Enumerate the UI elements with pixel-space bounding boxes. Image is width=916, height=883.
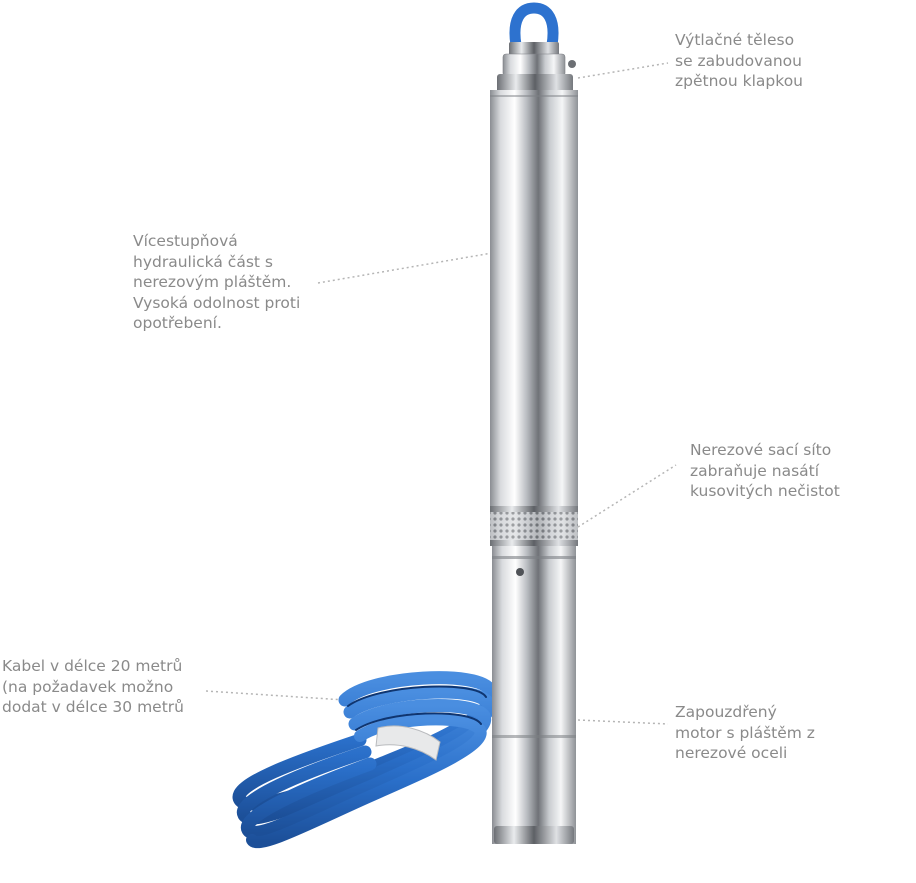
leader-line-cable bbox=[205, 690, 346, 701]
callout-hydraulics-line: nerezovým pláštěm. bbox=[133, 273, 292, 291]
callout-cable-line: Kabel v délce 20 metrů bbox=[2, 657, 183, 675]
leader-line-hydraulics bbox=[317, 252, 493, 284]
callout-intake-screen-line: zabraňuje nasátí bbox=[690, 461, 820, 480]
coiled-cable bbox=[232, 671, 498, 849]
leader-line-motor bbox=[577, 719, 669, 725]
motor-screw-icon bbox=[516, 568, 524, 576]
hydraulic-body bbox=[490, 96, 578, 508]
callout-motor: Zapouzdřený motor s pláštěm z nerezové o… bbox=[675, 702, 815, 764]
callout-motor-line: nerezové oceli bbox=[675, 744, 788, 762]
motor-body bbox=[492, 546, 576, 844]
callout-intake-screen-line: Nerezové sací síto bbox=[690, 441, 832, 459]
leader-line-screen bbox=[577, 464, 677, 528]
callout-cable: Kabel v délce 20 metrů (na požadavek mož… bbox=[2, 656, 184, 718]
callout-intake-screen-line: kusovitých nečistot bbox=[690, 482, 840, 500]
callout-intake-screen: Nerezové sací síto zabraňuje nasátí kuso… bbox=[690, 440, 840, 502]
callout-outlet-line: zpětnou klapkou bbox=[675, 72, 803, 90]
callout-hydraulics-line: hydraulická část s bbox=[133, 252, 273, 271]
callout-hydraulics: Vícestupňová hydraulická část s nerezový… bbox=[133, 231, 300, 334]
callout-cable-line: dodat v délce 30 metrů bbox=[2, 698, 184, 716]
leader-lines bbox=[205, 62, 677, 725]
intake-screen bbox=[490, 506, 578, 546]
callout-outlet-line: Výtlačné těleso bbox=[675, 31, 795, 49]
callout-hydraulics-line: Vícestupňová bbox=[133, 232, 238, 250]
leader-line-outlet bbox=[577, 62, 669, 79]
callout-hydraulics-line: Vysoká odolnost proti bbox=[133, 293, 301, 312]
handle-icon bbox=[509, 2, 559, 51]
callout-outlet: Výtlačné těleso se zabudovanou zpětnou k… bbox=[675, 30, 803, 92]
callout-motor-line: motor s pláštěm z bbox=[675, 723, 815, 742]
callout-cable-line: (na požadavek možno bbox=[2, 677, 174, 696]
outlet-head bbox=[490, 42, 578, 98]
callout-hydraulics-line: opotřebení. bbox=[133, 314, 222, 332]
callout-motor-line: Zapouzdřený bbox=[675, 703, 777, 721]
callout-outlet-line: se zabudovanou bbox=[675, 51, 802, 70]
cable-tie bbox=[375, 725, 441, 761]
